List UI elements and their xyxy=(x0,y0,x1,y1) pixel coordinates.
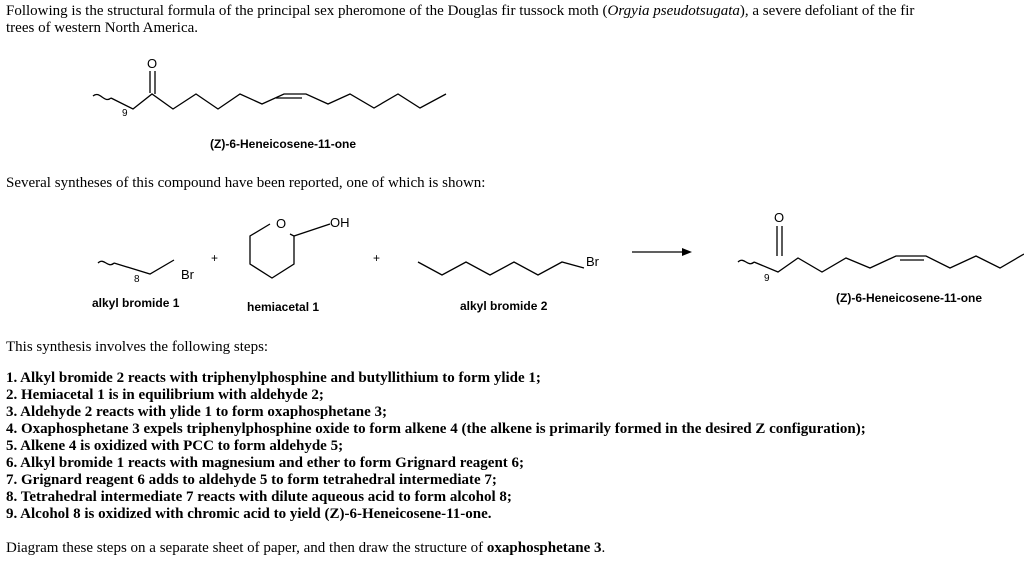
hemiacetal-1-caption: hemiacetal 1 xyxy=(247,300,320,314)
step-item: 5. Alkene 4 is oxidized with PCC to form… xyxy=(6,438,344,454)
product-caption: (Z)-6-Heneicosene-11-one xyxy=(836,291,983,305)
alkyl-bromide-2-caption: alkyl bromide 2 xyxy=(460,299,548,313)
alkyl-bromide-1-chain xyxy=(113,259,175,275)
alkyl-bromide-1-br: Br xyxy=(181,267,195,282)
final-text: Diagram these steps on a separate sheet … xyxy=(6,540,487,556)
reaction-arrow xyxy=(632,248,692,256)
hemiacetal-ring xyxy=(249,223,295,279)
intro-text-part2: ), a severe defoliant of the fir trees o… xyxy=(6,3,915,36)
alkyl-bromide-2-br: Br xyxy=(586,254,600,269)
step-item: 1. Alkyl bromide 2 reacts with triphenyl… xyxy=(6,370,541,386)
carbon-chain xyxy=(110,93,447,110)
alkyl-bromide-1-wave xyxy=(97,260,115,266)
hemiacetal-ring-oxygen: O xyxy=(276,216,286,231)
steps-list: 1. Alkyl bromide 2 reacts with triphenyl… xyxy=(6,370,866,523)
step-item: 7. Grignard reagent 6 adds to aldehyde 5… xyxy=(6,472,497,488)
syntheses-text: Several syntheses of this compound have … xyxy=(6,175,486,191)
alkyl-bromide-1-structure xyxy=(97,259,175,275)
plus-sign-1: + xyxy=(211,251,218,265)
alkyl-bromide-1-caption: alkyl bromide 1 xyxy=(92,296,180,310)
species-name: Orgyia pseudotsugata xyxy=(607,3,740,19)
product-wave xyxy=(737,259,755,265)
hemiacetal-oh: OH xyxy=(330,215,350,230)
intro-text-part1: Following is the structural formula of t… xyxy=(6,3,608,19)
pheromone-name: (Z)-6-Heneicosene-11-one xyxy=(210,137,357,151)
product-chain xyxy=(753,253,1024,273)
alkyl-bromide-1-subscript: 8 xyxy=(134,274,140,285)
product-carbonyl-oxygen: O xyxy=(774,210,784,225)
intro-paragraph: Following is the structural formula of t… xyxy=(6,3,936,37)
alkyl-bromide-2-chain xyxy=(417,261,585,276)
oxaphosphetane-term: oxaphosphetane 3 xyxy=(486,540,602,556)
hemiacetal-1-structure xyxy=(249,223,331,279)
step-item: 9. Alcohol 8 is oxidized with chromic ac… xyxy=(6,506,492,522)
step-item: 8. Tetrahedral intermediate 7 reacts wit… xyxy=(6,489,512,505)
chain-abbrev-wave xyxy=(92,93,112,101)
product-structure xyxy=(737,226,1024,273)
pheromone-structure xyxy=(92,71,447,110)
step-item: 2. Hemiacetal 1 is in equilibrium with a… xyxy=(6,387,324,403)
steps-intro: This synthesis involves the following st… xyxy=(6,339,269,355)
step-item: 6. Alkyl bromide 1 reacts with magnesium… xyxy=(6,455,525,471)
carbonyl-oxygen-label: O xyxy=(147,56,157,71)
alkyl-bromide-2-structure xyxy=(417,261,585,276)
final-period: . xyxy=(601,540,606,556)
hemiacetal-oh-bond xyxy=(293,223,331,237)
chain-subscript: 9 xyxy=(122,108,128,119)
plus-sign-2: + xyxy=(373,251,380,265)
step-item: 4. Oxaphosphetane 3 expels triphenylphos… xyxy=(6,421,866,437)
step-item: 3. Aldehyde 2 reacts with ylide 1 to for… xyxy=(6,404,387,420)
final-instruction: Diagram these steps on a separate sheet … xyxy=(6,540,605,557)
product-subscript: 9 xyxy=(764,273,770,284)
